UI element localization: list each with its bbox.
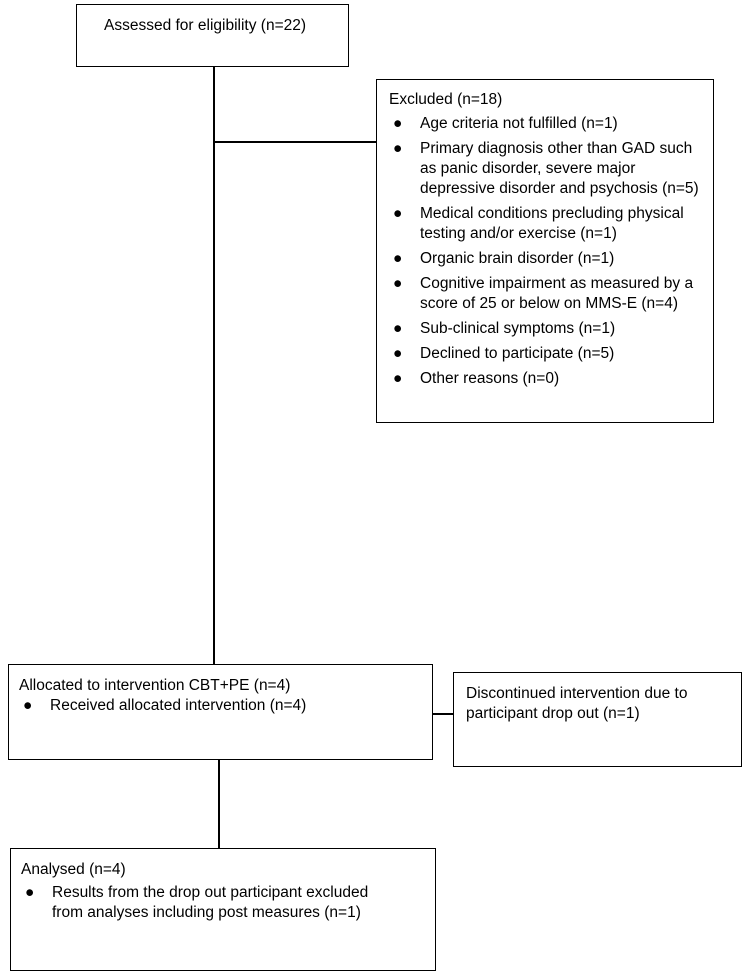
excluded-title: Excluded (n=18) (389, 91, 503, 108)
bullet-icon: ● (393, 205, 403, 222)
connector-allocated-to-analysed (218, 759, 220, 849)
excluded-list: ●Age criteria not fulfilled (n=1) ●Prima… (389, 114, 707, 389)
assessed-label: Assessed for eligibility (n=22) (104, 17, 307, 34)
discontinued-box: Discontinued intervention due to partici… (453, 672, 742, 767)
allocated-box: Allocated to intervention CBT+PE (n=4) ●… (8, 664, 433, 760)
analysed-title: Analysed (n=4) (21, 861, 126, 878)
list-item: ●Other reasons (n=0) (393, 370, 560, 387)
bullet-icon: ● (393, 140, 403, 157)
bullet-icon: ● (393, 320, 403, 337)
bullet-icon: ● (25, 884, 35, 901)
list-item: ●Results from the drop out participant e… (25, 884, 369, 921)
allocated-title: Allocated to intervention CBT+PE (n=4) (19, 677, 291, 694)
bullet-icon: ● (393, 345, 403, 362)
list-item: ●Sub-clinical symptoms (n=1) (393, 320, 616, 337)
list-item: ●Cognitive impairment as measured by a s… (393, 275, 694, 312)
list-item: ●Age criteria not fulfilled (n=1) (393, 115, 618, 132)
connector-to-excluded (213, 141, 377, 143)
bullet-icon: ● (393, 250, 403, 267)
bullet-icon: ● (393, 275, 403, 292)
list-item: ●Primary diagnosis other than GAD such a… (393, 140, 699, 197)
list-item: ●Medical conditions precluding physical … (393, 205, 684, 242)
bullet-icon: ● (23, 697, 33, 714)
analysed-box: Analysed (n=4) ●Results from the drop ou… (10, 848, 436, 971)
allocated-list: ●Received allocated intervention (n=4) (19, 696, 424, 716)
analysed-list: ●Results from the drop out participant e… (21, 883, 421, 923)
list-item: ●Organic brain disorder (n=1) (393, 250, 615, 267)
list-item: ●Received allocated intervention (n=4) (23, 697, 307, 714)
discontinued-label: Discontinued intervention due to partici… (466, 685, 688, 722)
bullet-icon: ● (393, 370, 403, 387)
connector-assessed-to-allocated (213, 66, 215, 665)
excluded-box: Excluded (n=18) ●Age criteria not fulfil… (376, 79, 714, 423)
bullet-icon: ● (393, 115, 403, 132)
connector-to-discontinued (432, 713, 453, 715)
assessed-box: Assessed for eligibility (n=22) (76, 4, 349, 67)
list-item: ●Declined to participate (n=5) (393, 345, 615, 362)
